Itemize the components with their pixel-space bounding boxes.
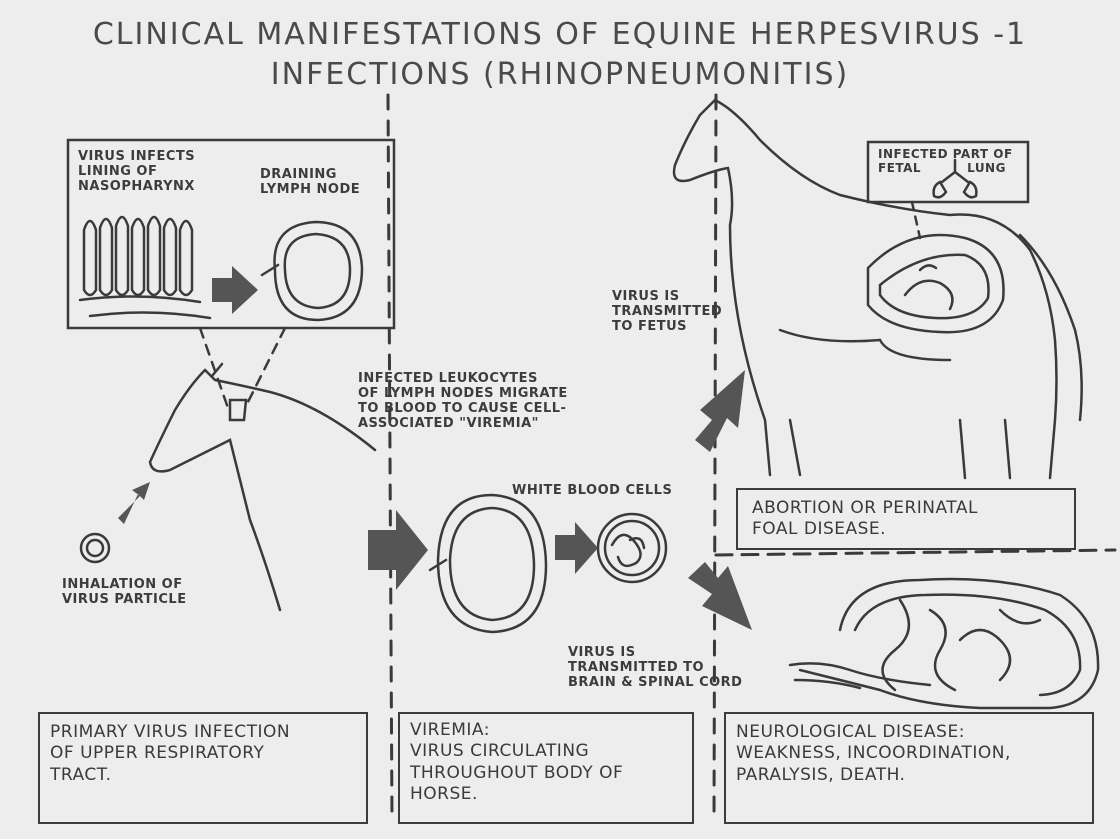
- horse-head-icon: [150, 364, 375, 610]
- divider-left: [388, 95, 392, 820]
- leukocytes-label: INFECTED LEUKOCYTES OF LYMPH NODES MIGRA…: [358, 372, 568, 432]
- virus-infects-label: VIRUS INFECTS LINING OF NASOPHARYNX: [78, 150, 195, 195]
- divider-right: [714, 95, 716, 820]
- title-line-2: INFECTIONS (RHINOPNEUMONITIS): [0, 58, 1120, 93]
- lymph-node-icon: [262, 222, 362, 320]
- epithelial-cells-icon: [80, 217, 210, 318]
- arrow-to-fetus: [695, 370, 745, 452]
- fetal-lung-label: INFECTED PART OF FETALLUNG: [878, 148, 1013, 176]
- title-line-1: CLINICAL MANIFESTATIONS OF EQUINE HERPES…: [0, 18, 1120, 53]
- virus-particle-icon: [81, 534, 109, 562]
- arrow-node-to-wbc: [555, 522, 598, 574]
- arrow-epithelium-to-node: [212, 266, 258, 314]
- abortion-box: ABORTION OR PERINATAL FOAL DISEASE.: [736, 488, 1076, 550]
- arrow-to-brain: [688, 562, 752, 630]
- fetus-icon: [868, 235, 1004, 332]
- primary-infection-box: PRIMARY VIRUS INFECTION OF UPPER RESPIRA…: [38, 712, 368, 824]
- divider-horizontal: [716, 550, 1115, 555]
- viremia-box: VIREMIA: VIRUS CIRCULATING THROUGHOUT BO…: [398, 712, 694, 824]
- transmitted-to-fetus-label: VIRUS IS TRANSMITTED TO FETUS: [612, 290, 722, 335]
- transmitted-to-brain-label: VIRUS IS TRANSMITTED TO BRAIN & SPINAL C…: [568, 646, 742, 691]
- arrow-into-viremia: [368, 510, 428, 590]
- draining-lymph-node-label: DRAINING LYMPH NODE: [260, 168, 360, 198]
- arrow-virus-to-nose: [118, 482, 150, 524]
- brain-icon: [790, 579, 1098, 708]
- inhalation-label: INHALATION OF VIRUS PARTICLE: [62, 578, 187, 608]
- white-blood-cell-icon: [598, 514, 666, 582]
- viremia-lymph-node-icon: [430, 495, 546, 632]
- neurological-box: NEUROLOGICAL DISEASE: WEAKNESS, INCOORDI…: [724, 712, 1094, 824]
- white-blood-cells-label: WHITE BLOOD CELLS: [512, 484, 672, 499]
